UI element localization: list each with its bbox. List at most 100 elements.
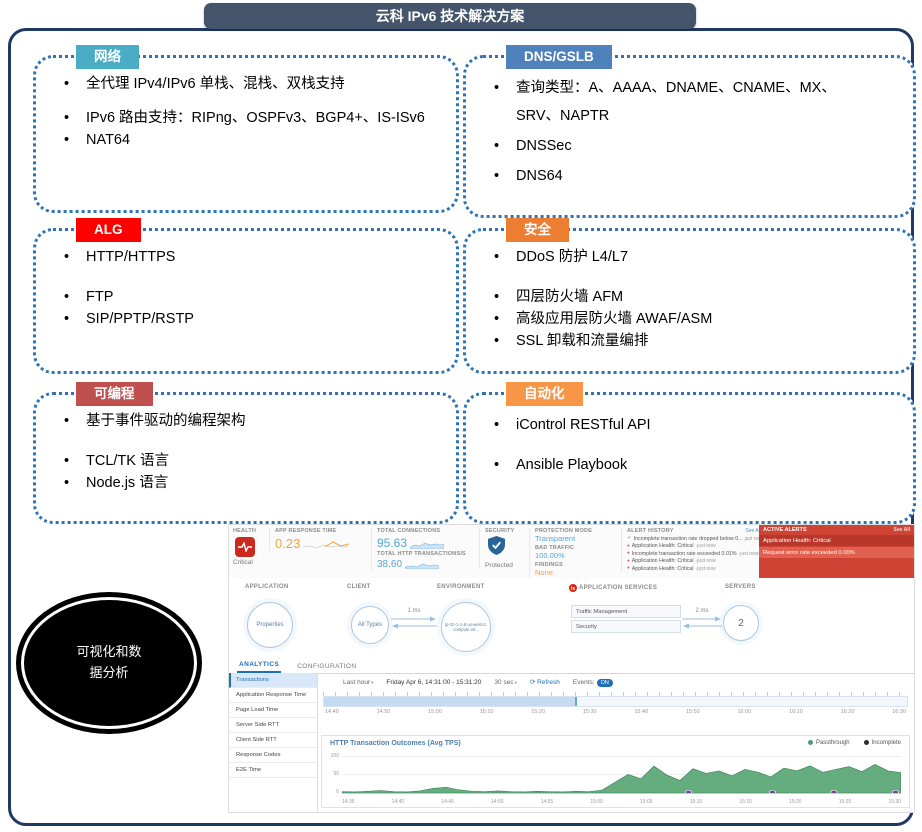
- environment-node[interactable]: ip-10-1-1-8.us-west-2.compute.int...: [441, 602, 491, 652]
- tick: 16:30: [892, 709, 906, 715]
- bullet: DNS64: [494, 162, 856, 190]
- connections-panel: TOTAL CONNECTIONS 95.63 TOTAL HTTP TRANS…: [371, 528, 479, 570]
- tick: 15:00: [428, 709, 442, 715]
- timeline-selection[interactable]: [324, 697, 577, 706]
- sidebar-item-response-codes[interactable]: Response Codes: [229, 748, 317, 763]
- tick: 16:10: [789, 709, 803, 715]
- green-dot-icon: [807, 740, 813, 746]
- plot-area: [341, 756, 902, 795]
- tick: 15:30: [582, 709, 597, 715]
- bullet: Ansible Playbook: [494, 455, 903, 475]
- tick: 14:40: [325, 709, 339, 715]
- bullet: 全代理 IPv4/IPv6 单栈、混栈、双栈支持: [64, 74, 446, 94]
- red-dot-icon: ●: [627, 565, 630, 571]
- alert-history-see-all-link[interactable]: See All: [745, 528, 761, 534]
- events-toggle[interactable]: Events:ON: [573, 678, 613, 687]
- security-status: Protected: [485, 562, 513, 569]
- range-select[interactable]: Last hour▾: [343, 678, 374, 686]
- alert-time: -just now: [738, 550, 759, 557]
- sidebar-item-app-response-time[interactable]: Application Response Time: [229, 688, 317, 703]
- alert-history-item: ● Application Health: Critical -just now: [627, 566, 761, 572]
- timeline-ruler: [323, 692, 908, 696]
- sidebar-item-client-side-rtt[interactable]: Client Side RTT: [229, 733, 317, 748]
- tps-chart-card: HTTP Transaction Outcomes (Avg TPS) Pass…: [321, 735, 910, 808]
- visualization-label: 可视化和数据分析: [76, 644, 142, 680]
- active-alerts-label: ACTIVE ALERTS: [763, 527, 807, 533]
- tick: 16:20: [840, 709, 855, 715]
- total-connections-value: 95.63: [377, 536, 408, 550]
- alert-time: -just now: [695, 565, 716, 572]
- active-alerts-see-all-link[interactable]: See All: [893, 527, 911, 533]
- servers-node[interactable]: 2: [723, 605, 759, 641]
- x-tick: 15:10: [689, 799, 703, 805]
- alert-text: Application Health: Critical: [631, 543, 694, 549]
- refresh-button[interactable]: ⟳ Refresh: [529, 679, 560, 686]
- visualization-ellipse: 可视化和数据分析: [24, 600, 194, 726]
- connections-sparkline-icon: [410, 542, 445, 549]
- protection-mode-label: PROTECTION MODE: [535, 528, 593, 534]
- analytics-dashboard: HEALTH Critical APP RESPONSE TIME 0.23 T…: [228, 524, 915, 813]
- interval-select[interactable]: 30 sec▾: [494, 678, 517, 686]
- bullet: 四层防火墙 AFM: [494, 287, 903, 307]
- bullet: 基于事件驱动的编程架构: [64, 411, 446, 431]
- sidebar-item-server-side-rtt[interactable]: Server Side RTT: [229, 718, 317, 733]
- feature-box-programmable: 可编程 基于事件驱动的编程架构 TCL/TK 语言 Node.js 语言: [33, 382, 459, 524]
- tick: 16:00: [737, 709, 752, 715]
- service-item-security[interactable]: Security: [571, 620, 681, 633]
- analytics-toolbar: Last hour▾ Friday Apr 6, 14:31:00 - 15:3…: [317, 673, 914, 691]
- tick: 15:10: [479, 709, 494, 715]
- tab-configuration[interactable]: CONFIGURATION: [297, 663, 357, 670]
- double-arrow-icon: [391, 616, 437, 629]
- alert-history-item: ● Application Health: Critical -just now: [627, 558, 761, 564]
- x-tick: 15:25: [838, 799, 852, 805]
- dns-bullet-list: 查询类型：A、AAAA、DNAME、CNAME、MX、SRV、NAPTR DNS…: [466, 58, 913, 190]
- bullet: 查询类型：A、AAAA、DNAME、CNAME、MX、SRV、NAPTR: [494, 74, 856, 130]
- feature-tab-programmable: 可编程: [76, 382, 153, 406]
- environment-column-label: ENVIRONMENT: [437, 584, 485, 590]
- http-tps-sparkline-icon: [405, 563, 440, 569]
- alert-history-item: ● Incomplete transaction rate exceeded 0…: [627, 551, 761, 557]
- feature-box-dns-gslb: DNS/GSLB 查询类型：A、AAAA、DNAME、CNAME、MX、SRV、…: [463, 45, 916, 218]
- timeline: 14:40 14:50 15:00 15:10 15:20 15:30 15:4…: [323, 692, 908, 715]
- shield-icon: [488, 536, 505, 555]
- bad-traffic-label: BAD TRAFFIC: [535, 545, 575, 551]
- client-node[interactable]: All Types: [351, 606, 389, 644]
- service-item-traffic-management[interactable]: Traffic Management: [571, 605, 681, 618]
- timeline-band[interactable]: [323, 696, 908, 707]
- security-panel: SECURITY Protected: [479, 528, 529, 569]
- app-response-panel: APP RESPONSE TIME 0.23: [269, 528, 371, 551]
- x-tick: 15:20: [789, 799, 802, 805]
- chevron-down-icon: ▾: [514, 679, 517, 685]
- health-pulse-icon: [235, 537, 255, 557]
- sidebar-item-e2e-time[interactable]: E2E Time: [229, 763, 317, 778]
- feature-box-network: 网络 全代理 IPv4/IPv6 单栈、混栈、双栈支持 IPv6 路由支持：RI…: [33, 45, 459, 213]
- feature-box-security: 安全 DDoS 防护 L4/L7 四层防火墙 AFM 高级应用层防火墙 AWAF…: [463, 218, 916, 374]
- timeline-ticks: 14:40 14:50 15:00 15:10 15:20 15:30 15:4…: [323, 709, 908, 715]
- sidebar-item-page-load-time[interactable]: Page Load Time: [229, 703, 317, 718]
- chart-legend: Passthrough Incomplete: [807, 740, 901, 747]
- bullet: iControl RESTful API: [494, 415, 903, 435]
- slide-title: 云科 IPv6 技术解决方案: [204, 3, 696, 29]
- feature-tab-network: 网络: [76, 45, 139, 69]
- x-tick: 14:55: [540, 799, 554, 805]
- health-status: Critical: [233, 559, 253, 566]
- chevron-down-icon: ▾: [371, 679, 374, 685]
- application-node[interactable]: Properties: [247, 602, 293, 648]
- alert-history-panel: ALERT HISTORY See All ✓ Incomplete trans…: [621, 528, 761, 572]
- application-column-label: APPLICATION: [245, 584, 289, 590]
- app-response-sparkline-icon: [303, 540, 350, 549]
- alert-text: Incomplete transaction rate exceeded 0.0…: [631, 550, 737, 557]
- legend-incomplete: Incomplete: [863, 740, 901, 747]
- automation-bullet-list: iControl RESTful API Ansible Playbook: [466, 395, 913, 475]
- app-response-value: 0.23: [275, 536, 301, 551]
- http-tps-label: TOTAL HTTP TRANSACTIONS/S: [377, 551, 466, 557]
- y-tick: 100: [330, 753, 339, 759]
- bad-traffic-value: 100.00%: [535, 551, 565, 560]
- client-column-label: CLIENT: [347, 584, 371, 590]
- red-dot-icon: ●: [627, 543, 630, 548]
- tick: 15:50: [685, 709, 700, 715]
- tab-analytics[interactable]: ANALYTICS: [237, 658, 282, 673]
- sidebar-item-transactions[interactable]: Transactions: [229, 673, 317, 688]
- x-tick: 14:40: [391, 799, 405, 805]
